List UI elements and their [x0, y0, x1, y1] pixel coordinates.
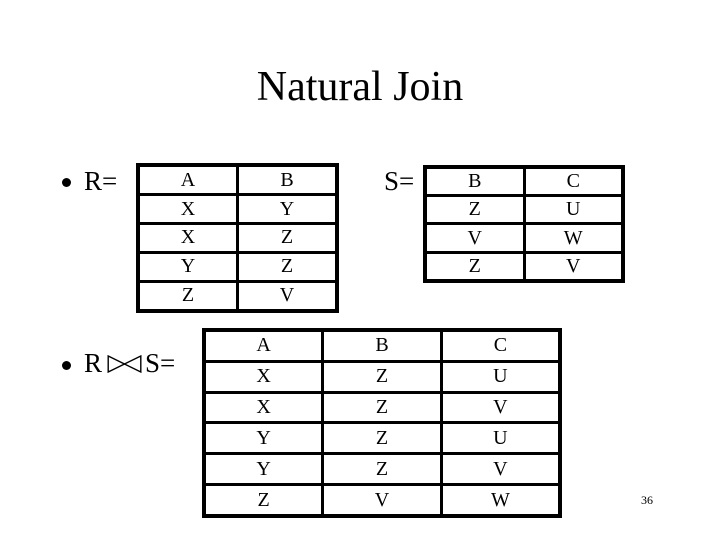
table-cell: U [522, 194, 625, 226]
page-number: 36 [641, 493, 653, 507]
table-cell: W [439, 483, 562, 518]
table-cell: X [136, 193, 239, 225]
table-cell: U [439, 359, 562, 394]
column-header: A [202, 328, 325, 363]
table-row: Z V W [202, 483, 562, 518]
table-cell: Z [423, 194, 526, 226]
join-label-r: R [84, 348, 103, 378]
table-cell: Z [321, 359, 443, 394]
table-cell: Y [136, 250, 239, 283]
column-header: C [439, 328, 562, 363]
table-header-row: B C [423, 165, 625, 198]
table-cell: Z [321, 421, 443, 456]
table-cell: X [136, 222, 239, 254]
table-row: Z V [136, 279, 339, 313]
slide-title: Natural Join [256, 64, 464, 110]
table-cell: Z [423, 250, 526, 283]
table-row: V W [423, 222, 625, 254]
relation-r-table: A B X Y X Z Y Z Z V [136, 163, 339, 313]
column-header: B [321, 328, 443, 363]
table-cell: V [439, 390, 562, 425]
table-cell: Z [236, 222, 339, 254]
natural-join-bowtie-icon [107, 354, 142, 373]
table-cell: Z [136, 279, 239, 313]
relation-s-table: B C Z U V W Z V [423, 165, 625, 283]
table-cell: Z [321, 390, 443, 425]
table-cell: V [522, 250, 625, 283]
join-result-table: A B C X Z U X Z V Y Z U Y Z V [202, 328, 562, 518]
table-row: X Z [136, 222, 339, 254]
table-cell: W [522, 222, 625, 254]
relation-s-label: S= [384, 166, 415, 196]
table-row: X Z V [202, 390, 562, 425]
bullet-icon [62, 178, 71, 187]
relation-join-label: R S= [84, 350, 175, 377]
table-cell: Y [236, 193, 339, 225]
relation-r-label: R= [84, 166, 118, 196]
table-row: Y Z U [202, 421, 562, 456]
table-row: Z U [423, 194, 625, 226]
column-header: C [522, 165, 625, 198]
table-cell: Z [321, 452, 443, 487]
table-row: Y Z V [202, 452, 562, 487]
table-cell: X [202, 390, 325, 425]
column-header: B [423, 165, 526, 198]
table-row: Y Z [136, 250, 339, 283]
table-cell: X [202, 359, 325, 394]
join-label-s: S= [145, 348, 176, 378]
bullet-icon [62, 361, 71, 370]
table-header-row: A B [136, 163, 339, 197]
table-cell: Z [202, 483, 325, 518]
table-cell: V [321, 483, 443, 518]
column-header: A [136, 163, 239, 197]
table-cell: V [423, 222, 526, 254]
table-header-row: A B C [202, 328, 562, 363]
table-cell: U [439, 421, 562, 456]
column-header: B [236, 163, 339, 197]
table-row: X Z U [202, 359, 562, 394]
table-cell: Z [236, 250, 339, 283]
table-row: Z V [423, 250, 625, 283]
table-cell: V [439, 452, 562, 487]
table-cell: Y [202, 421, 325, 456]
table-row: X Y [136, 193, 339, 225]
table-cell: V [236, 279, 339, 313]
table-cell: Y [202, 452, 325, 487]
